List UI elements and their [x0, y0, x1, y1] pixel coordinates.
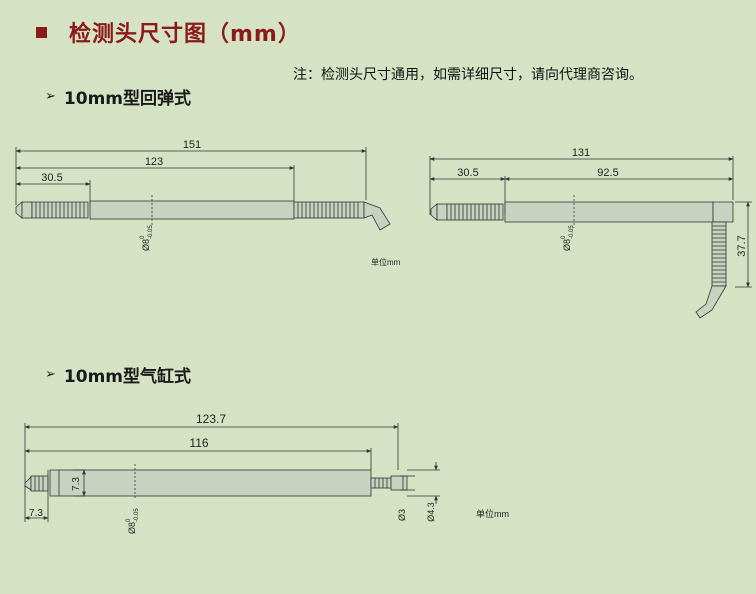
spring-section	[31, 201, 89, 219]
title-square-icon	[36, 26, 47, 38]
labels-cylinder: 123.7 116 7.3 7.3 Ø8 0 -0.05 Ø3 Ø4.3 单位m…	[29, 412, 509, 534]
tol-upper: 0	[126, 518, 132, 522]
arrow-right-icon: ➢	[45, 367, 56, 382]
dim-mid-label: 123	[145, 156, 163, 168]
dim-tip-label: 30.5	[457, 167, 478, 179]
section-cylinder-title: 10mm型气缸式	[63, 367, 191, 387]
dim-total-label: 151	[183, 139, 201, 151]
drawing-cylinder	[24, 423, 440, 522]
labels-rebound-angle: 131 30.5 92.5 Ø8 0 -0.05 37.7	[457, 147, 748, 257]
dim-end-label: Ø4.3	[426, 502, 436, 522]
arrow-right-icon: ➢	[45, 89, 56, 104]
tol-upper: 0	[140, 235, 146, 239]
dia-label: Ø8	[141, 239, 151, 251]
drawing-rebound-straight	[15, 147, 391, 231]
page-title: 检测头尺寸图（mm）	[36, 16, 301, 48]
dia-label: Ø8	[127, 522, 137, 534]
tol-lower: -0.05	[569, 225, 575, 239]
section-rebound-heading: ➢ 10mm型回弹式	[45, 84, 191, 109]
dim-mid-label: 116	[189, 436, 208, 450]
tol-lower: -0.05	[134, 508, 140, 522]
dim-total-label: 123.7	[196, 412, 226, 426]
labels-rebound-straight: 151 123 30.5 Ø8 0 -0.05 单位mm	[41, 139, 400, 267]
dim-total-label: 131	[572, 147, 590, 159]
tol-upper: 0	[561, 235, 567, 239]
tol-lower: -0.05	[148, 225, 154, 239]
page-title-text: 检测头尺寸图（mm）	[69, 22, 301, 47]
dim-height-label: 37.7	[736, 235, 748, 256]
dim-tip-label: 30.5	[41, 172, 62, 184]
unit-label: 单位mm	[371, 257, 401, 267]
section-rebound-title: 10mm型回弹式	[63, 89, 191, 109]
dim-neck-label: 7.3	[71, 477, 82, 491]
dim-hose-label: Ø3	[397, 509, 407, 521]
section-cylinder-heading: ➢ 10mm型气缸式	[45, 362, 191, 387]
note-text: 注：检测头尺寸通用，如需详细尺寸，请向代理商咨询。	[293, 67, 643, 83]
unit-label: 单位mm	[476, 508, 509, 519]
drawing-rebound-angle	[429, 156, 752, 319]
dim-body-label: 92.5	[597, 167, 618, 179]
dim-tip-label: 7.3	[29, 508, 43, 519]
dia-label: Ø8	[562, 239, 572, 251]
